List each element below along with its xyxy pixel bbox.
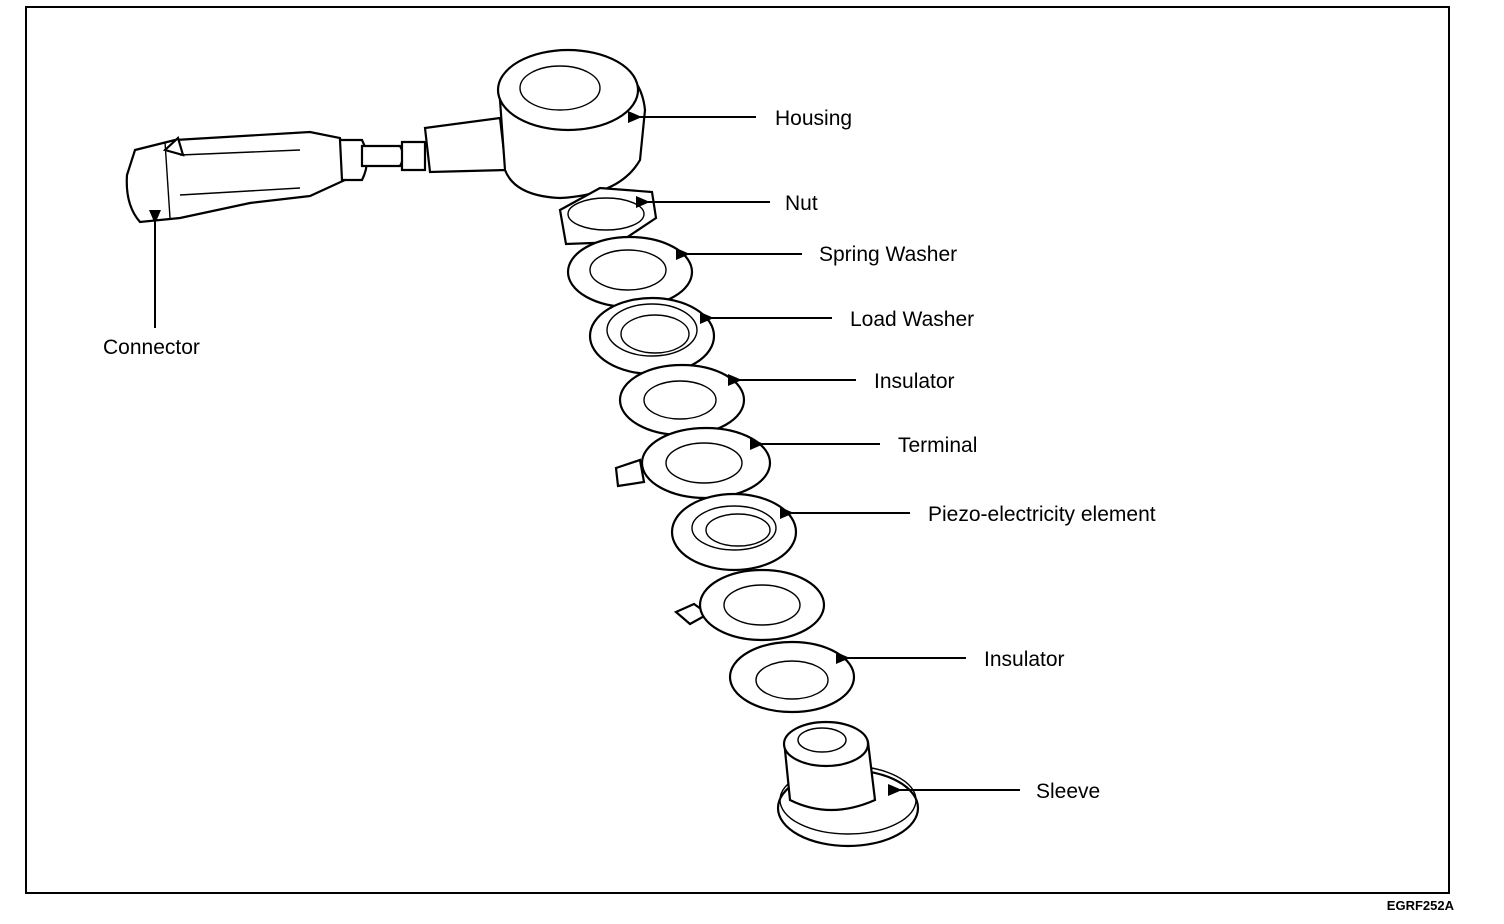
insulator-bottom-label: Insulator — [984, 648, 1065, 671]
sleeve-part — [776, 720, 920, 848]
sleeve-label: Sleeve — [1036, 780, 1100, 803]
piezo-label: Piezo-electricity element — [928, 503, 1156, 526]
piezo-element-part — [670, 492, 798, 572]
load-washer-part — [588, 296, 716, 376]
connector-label: Connector — [103, 336, 200, 359]
nut-part — [558, 186, 658, 246]
terminal-part — [614, 426, 772, 500]
insulator-top-part — [618, 363, 746, 437]
nut-label: Nut — [785, 192, 818, 215]
terminal-label: Terminal — [898, 434, 977, 457]
housing-part — [496, 48, 647, 200]
terminal-2-part — [673, 568, 826, 642]
insulator-top-label: Insulator — [874, 370, 955, 393]
connector-part — [125, 116, 508, 224]
housing-label: Housing — [775, 107, 852, 130]
spring-washer-part — [566, 235, 694, 309]
insulator-bottom-part — [728, 640, 856, 714]
diagram-frame — [25, 6, 1450, 894]
spring-washer-label: Spring Washer — [819, 243, 957, 266]
load-washer-label: Load Washer — [850, 308, 974, 331]
figure-code: EGRF252A — [1386, 898, 1454, 913]
